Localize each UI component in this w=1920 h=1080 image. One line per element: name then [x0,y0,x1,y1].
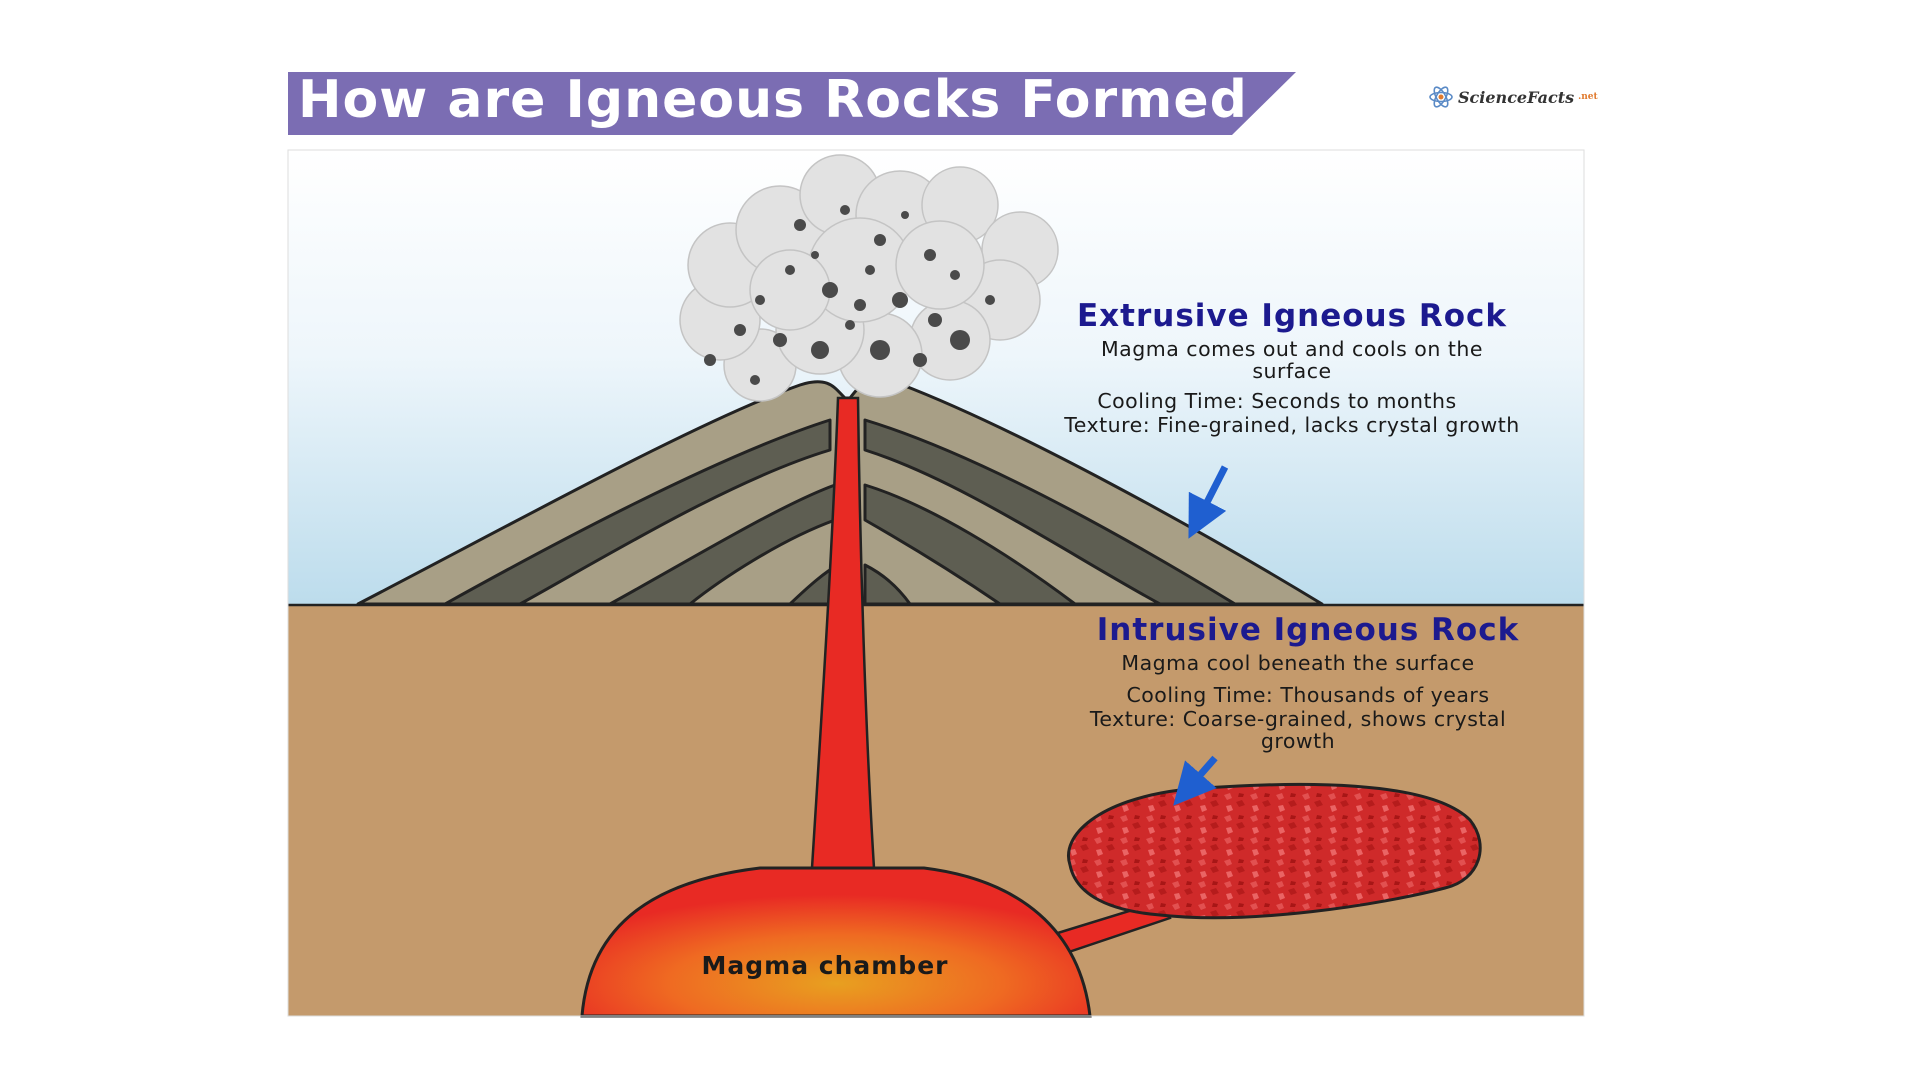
page-title: How are Igneous Rocks Formed [298,70,1248,130]
brand-name: ScienceFacts [1458,87,1575,107]
eruption-cloud [679,154,1059,402]
extrusive-texture: Texture: Fine-grained, lacks crystal gro… [1064,413,1520,437]
brand-logo: ScienceFacts.net [1428,84,1598,110]
intrusive-heading: Intrusive Igneous Rock [1096,612,1520,648]
magma-chamber-label: Magma chamber [701,951,949,980]
intrusive-description: Magma cool beneath the surface [1121,651,1475,675]
extrusive-arrow [1188,465,1229,539]
intrusive-texture: Texture: Coarse-grained, shows crystal g… [1089,707,1507,753]
intrusive-cooling-time: Cooling Time: Thousands of years [1126,683,1490,707]
intrusive-arrow [1173,755,1218,806]
intrusion [1067,782,1482,920]
atom-icon [1429,86,1453,108]
extrusive-heading: Extrusive Igneous Rock [1076,298,1508,334]
brand-suffix: .net [1578,92,1598,102]
extrusive-cooling-time: Cooling Time: Seconds to months [1097,389,1457,413]
title-banner [288,72,1296,135]
magma-chamber [580,866,1092,1018]
extrusive-description: Magma comes out and cools on the surface [1100,337,1484,383]
